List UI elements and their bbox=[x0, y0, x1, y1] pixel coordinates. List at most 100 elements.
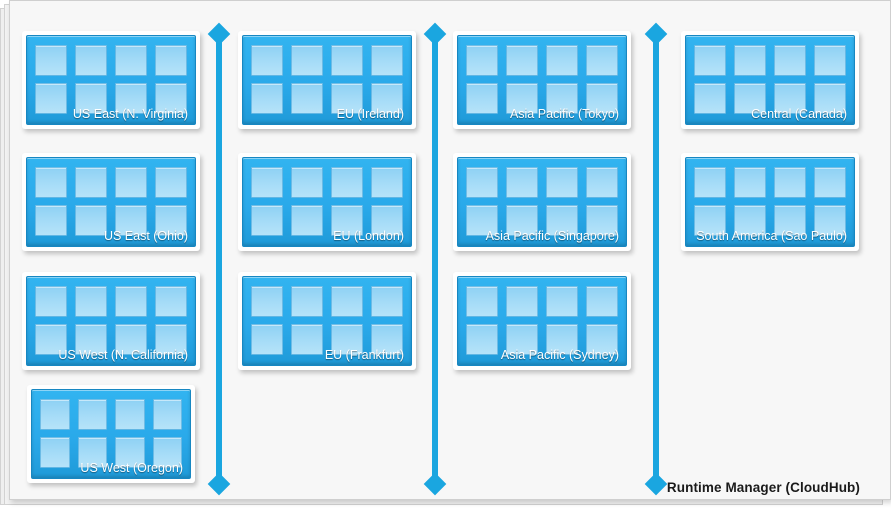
worker-tile bbox=[331, 286, 363, 317]
worker-tile bbox=[115, 286, 147, 317]
region-label: EU (Ireland) bbox=[336, 107, 404, 121]
worker-tile bbox=[152, 437, 182, 468]
region-card-body: US West (N. California) bbox=[26, 276, 196, 366]
worker-tile bbox=[115, 437, 145, 468]
region-label: US East (N. Virginia) bbox=[72, 107, 188, 121]
region-card[interactable]: US West (Oregon) bbox=[27, 385, 195, 483]
region-label: EU (London) bbox=[333, 229, 404, 243]
region-card[interactable]: EU (London) bbox=[238, 153, 416, 251]
connector-stem bbox=[653, 37, 659, 481]
worker-tile bbox=[155, 205, 187, 236]
region-card[interactable]: South America (Sao Paulo) bbox=[681, 153, 859, 251]
worker-tile-grid bbox=[251, 167, 403, 236]
worker-tile bbox=[546, 205, 578, 236]
connector-3 bbox=[644, 22, 668, 496]
worker-tile bbox=[75, 45, 107, 76]
worker-tile bbox=[115, 83, 147, 114]
worker-tile bbox=[371, 286, 403, 317]
region-card[interactable]: US West (N. California) bbox=[22, 272, 200, 370]
worker-tile bbox=[466, 167, 498, 198]
worker-tile bbox=[466, 286, 498, 317]
worker-tile bbox=[331, 205, 363, 236]
worker-tile bbox=[77, 437, 107, 468]
worker-tile bbox=[506, 167, 538, 198]
worker-tile bbox=[814, 83, 846, 114]
worker-tile bbox=[77, 399, 107, 430]
region-card-body: US East (N. Virginia) bbox=[26, 35, 196, 125]
worker-tile-grid bbox=[35, 286, 187, 355]
diamond-node-bottom-icon bbox=[644, 472, 668, 496]
worker-tile-grid bbox=[466, 167, 618, 236]
region-card-body: EU (Ireland) bbox=[242, 35, 412, 125]
worker-tile bbox=[115, 324, 147, 355]
worker-tile bbox=[152, 399, 182, 430]
worker-tile bbox=[251, 167, 283, 198]
worker-tile bbox=[35, 324, 67, 355]
region-label: South America (Sao Paulo) bbox=[696, 229, 847, 243]
region-card-body: Asia Pacific (Tokyo) bbox=[457, 35, 627, 125]
region-label: Asia Pacific (Tokyo) bbox=[509, 107, 619, 121]
region-card[interactable]: EU (Ireland) bbox=[238, 31, 416, 129]
worker-tile bbox=[291, 324, 323, 355]
region-label: US East (Ohio) bbox=[103, 229, 188, 243]
diamond-node-bottom-icon bbox=[423, 472, 447, 496]
worker-tile-grid bbox=[694, 167, 846, 236]
worker-tile bbox=[814, 167, 846, 198]
worker-tile bbox=[546, 45, 578, 76]
worker-tile bbox=[251, 83, 283, 114]
worker-tile bbox=[331, 324, 363, 355]
worker-tile bbox=[331, 83, 363, 114]
worker-tile bbox=[694, 83, 726, 114]
worker-tile bbox=[694, 167, 726, 198]
worker-tile bbox=[331, 167, 363, 198]
runtime-manager-caption: Runtime Manager (CloudHub) bbox=[666, 480, 860, 495]
region-card[interactable]: Asia Pacific (Singapore) bbox=[453, 153, 631, 251]
worker-tile bbox=[291, 205, 323, 236]
region-card[interactable]: EU (Frankfurt) bbox=[238, 272, 416, 370]
worker-tile bbox=[586, 167, 618, 198]
worker-tile bbox=[291, 167, 323, 198]
worker-tile bbox=[75, 324, 107, 355]
worker-tile bbox=[466, 45, 498, 76]
worker-tile bbox=[546, 286, 578, 317]
worker-tile bbox=[734, 83, 766, 114]
region-card[interactable]: US East (Ohio) bbox=[22, 153, 200, 251]
worker-tile bbox=[35, 286, 67, 317]
region-card-body: US West (Oregon) bbox=[31, 389, 191, 479]
worker-tile bbox=[774, 83, 806, 114]
worker-tile bbox=[155, 167, 187, 198]
worker-tile bbox=[251, 205, 283, 236]
worker-tile bbox=[115, 167, 147, 198]
diamond-node-bottom-icon bbox=[207, 472, 231, 496]
worker-tile bbox=[774, 45, 806, 76]
worker-tile bbox=[291, 286, 323, 317]
connector-1 bbox=[207, 22, 231, 496]
region-card-body: EU (Frankfurt) bbox=[242, 276, 412, 366]
connector-stem bbox=[216, 37, 222, 481]
region-card-body: EU (London) bbox=[242, 157, 412, 247]
worker-tile bbox=[586, 286, 618, 317]
worker-tile bbox=[331, 45, 363, 76]
worker-tile bbox=[371, 324, 403, 355]
worker-tile bbox=[694, 45, 726, 76]
region-card-body: Asia Pacific (Singapore) bbox=[457, 157, 627, 247]
worker-tile bbox=[35, 205, 67, 236]
region-label: Central (Canada) bbox=[751, 107, 847, 121]
worker-tile bbox=[586, 205, 618, 236]
worker-tile bbox=[506, 45, 538, 76]
region-label: EU (Frankfurt) bbox=[324, 348, 404, 362]
region-card[interactable]: US East (N. Virginia) bbox=[22, 31, 200, 129]
worker-tile bbox=[115, 205, 147, 236]
worker-tile bbox=[466, 324, 498, 355]
region-card[interactable]: Central (Canada) bbox=[681, 31, 859, 129]
worker-tile bbox=[814, 45, 846, 76]
region-card[interactable]: Asia Pacific (Sydney) bbox=[453, 272, 631, 370]
worker-tile bbox=[371, 205, 403, 236]
region-card[interactable]: Asia Pacific (Tokyo) bbox=[453, 31, 631, 129]
worker-tile bbox=[155, 286, 187, 317]
worker-tile-grid bbox=[251, 286, 403, 355]
worker-tile bbox=[546, 324, 578, 355]
region-card-body: Central (Canada) bbox=[685, 35, 855, 125]
worker-tile bbox=[155, 83, 187, 114]
